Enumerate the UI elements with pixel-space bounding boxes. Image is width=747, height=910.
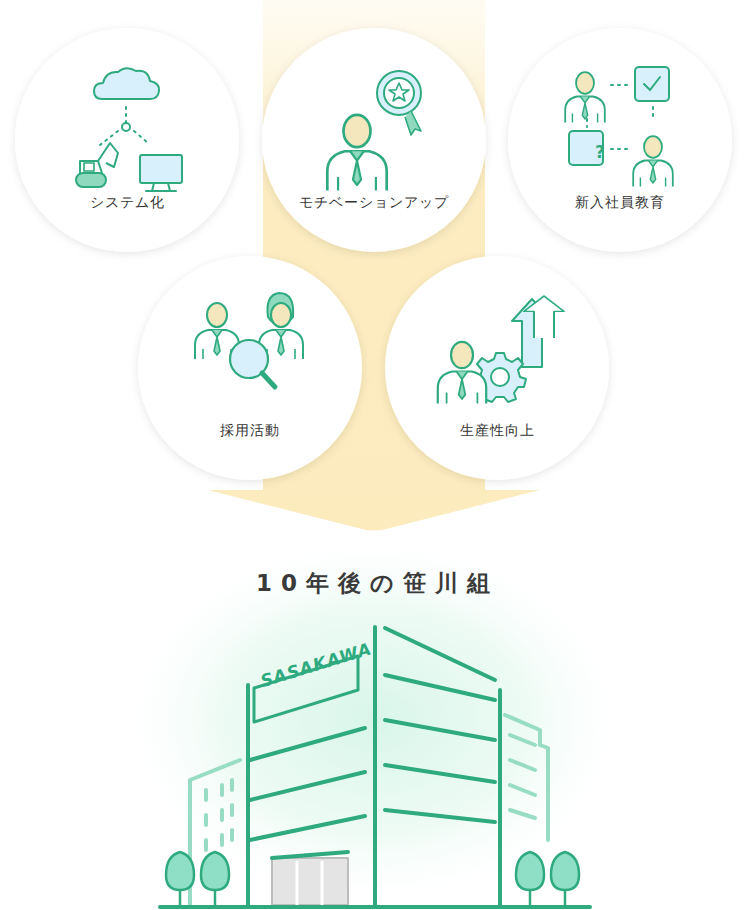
circle-label: 採用活動 [137,422,363,440]
productivity-icon [384,255,610,481]
circle-node: 生産性向上 [384,255,610,481]
system-icon [14,27,240,253]
circle-label: モチベーションアップ [261,194,487,212]
circle-outline [4,17,250,263]
heading: 10年後の笹川組 [256,568,499,599]
circle-outline [251,17,497,263]
glow [114,530,634,910]
ground-line [160,905,590,909]
circle-node: モチベーションアップ [261,27,487,253]
circle-node: システム化 [14,27,240,253]
circle-label: システム化 [14,194,240,212]
circle-outline [497,17,743,263]
circle-label: 生産性向上 [384,422,610,440]
circle-node: 新入社員教育 [507,27,733,253]
trees [166,852,579,905]
training-icon [507,27,733,253]
circle-label: 新入社員教育 [507,194,733,212]
motivation-icon [261,27,487,253]
main-building [248,627,500,905]
recruiting-icon [137,255,363,481]
question-mark: ? [595,142,605,162]
circle-node: 採用活動 [137,255,363,481]
entrance [272,858,348,905]
side-buildings [190,715,548,905]
